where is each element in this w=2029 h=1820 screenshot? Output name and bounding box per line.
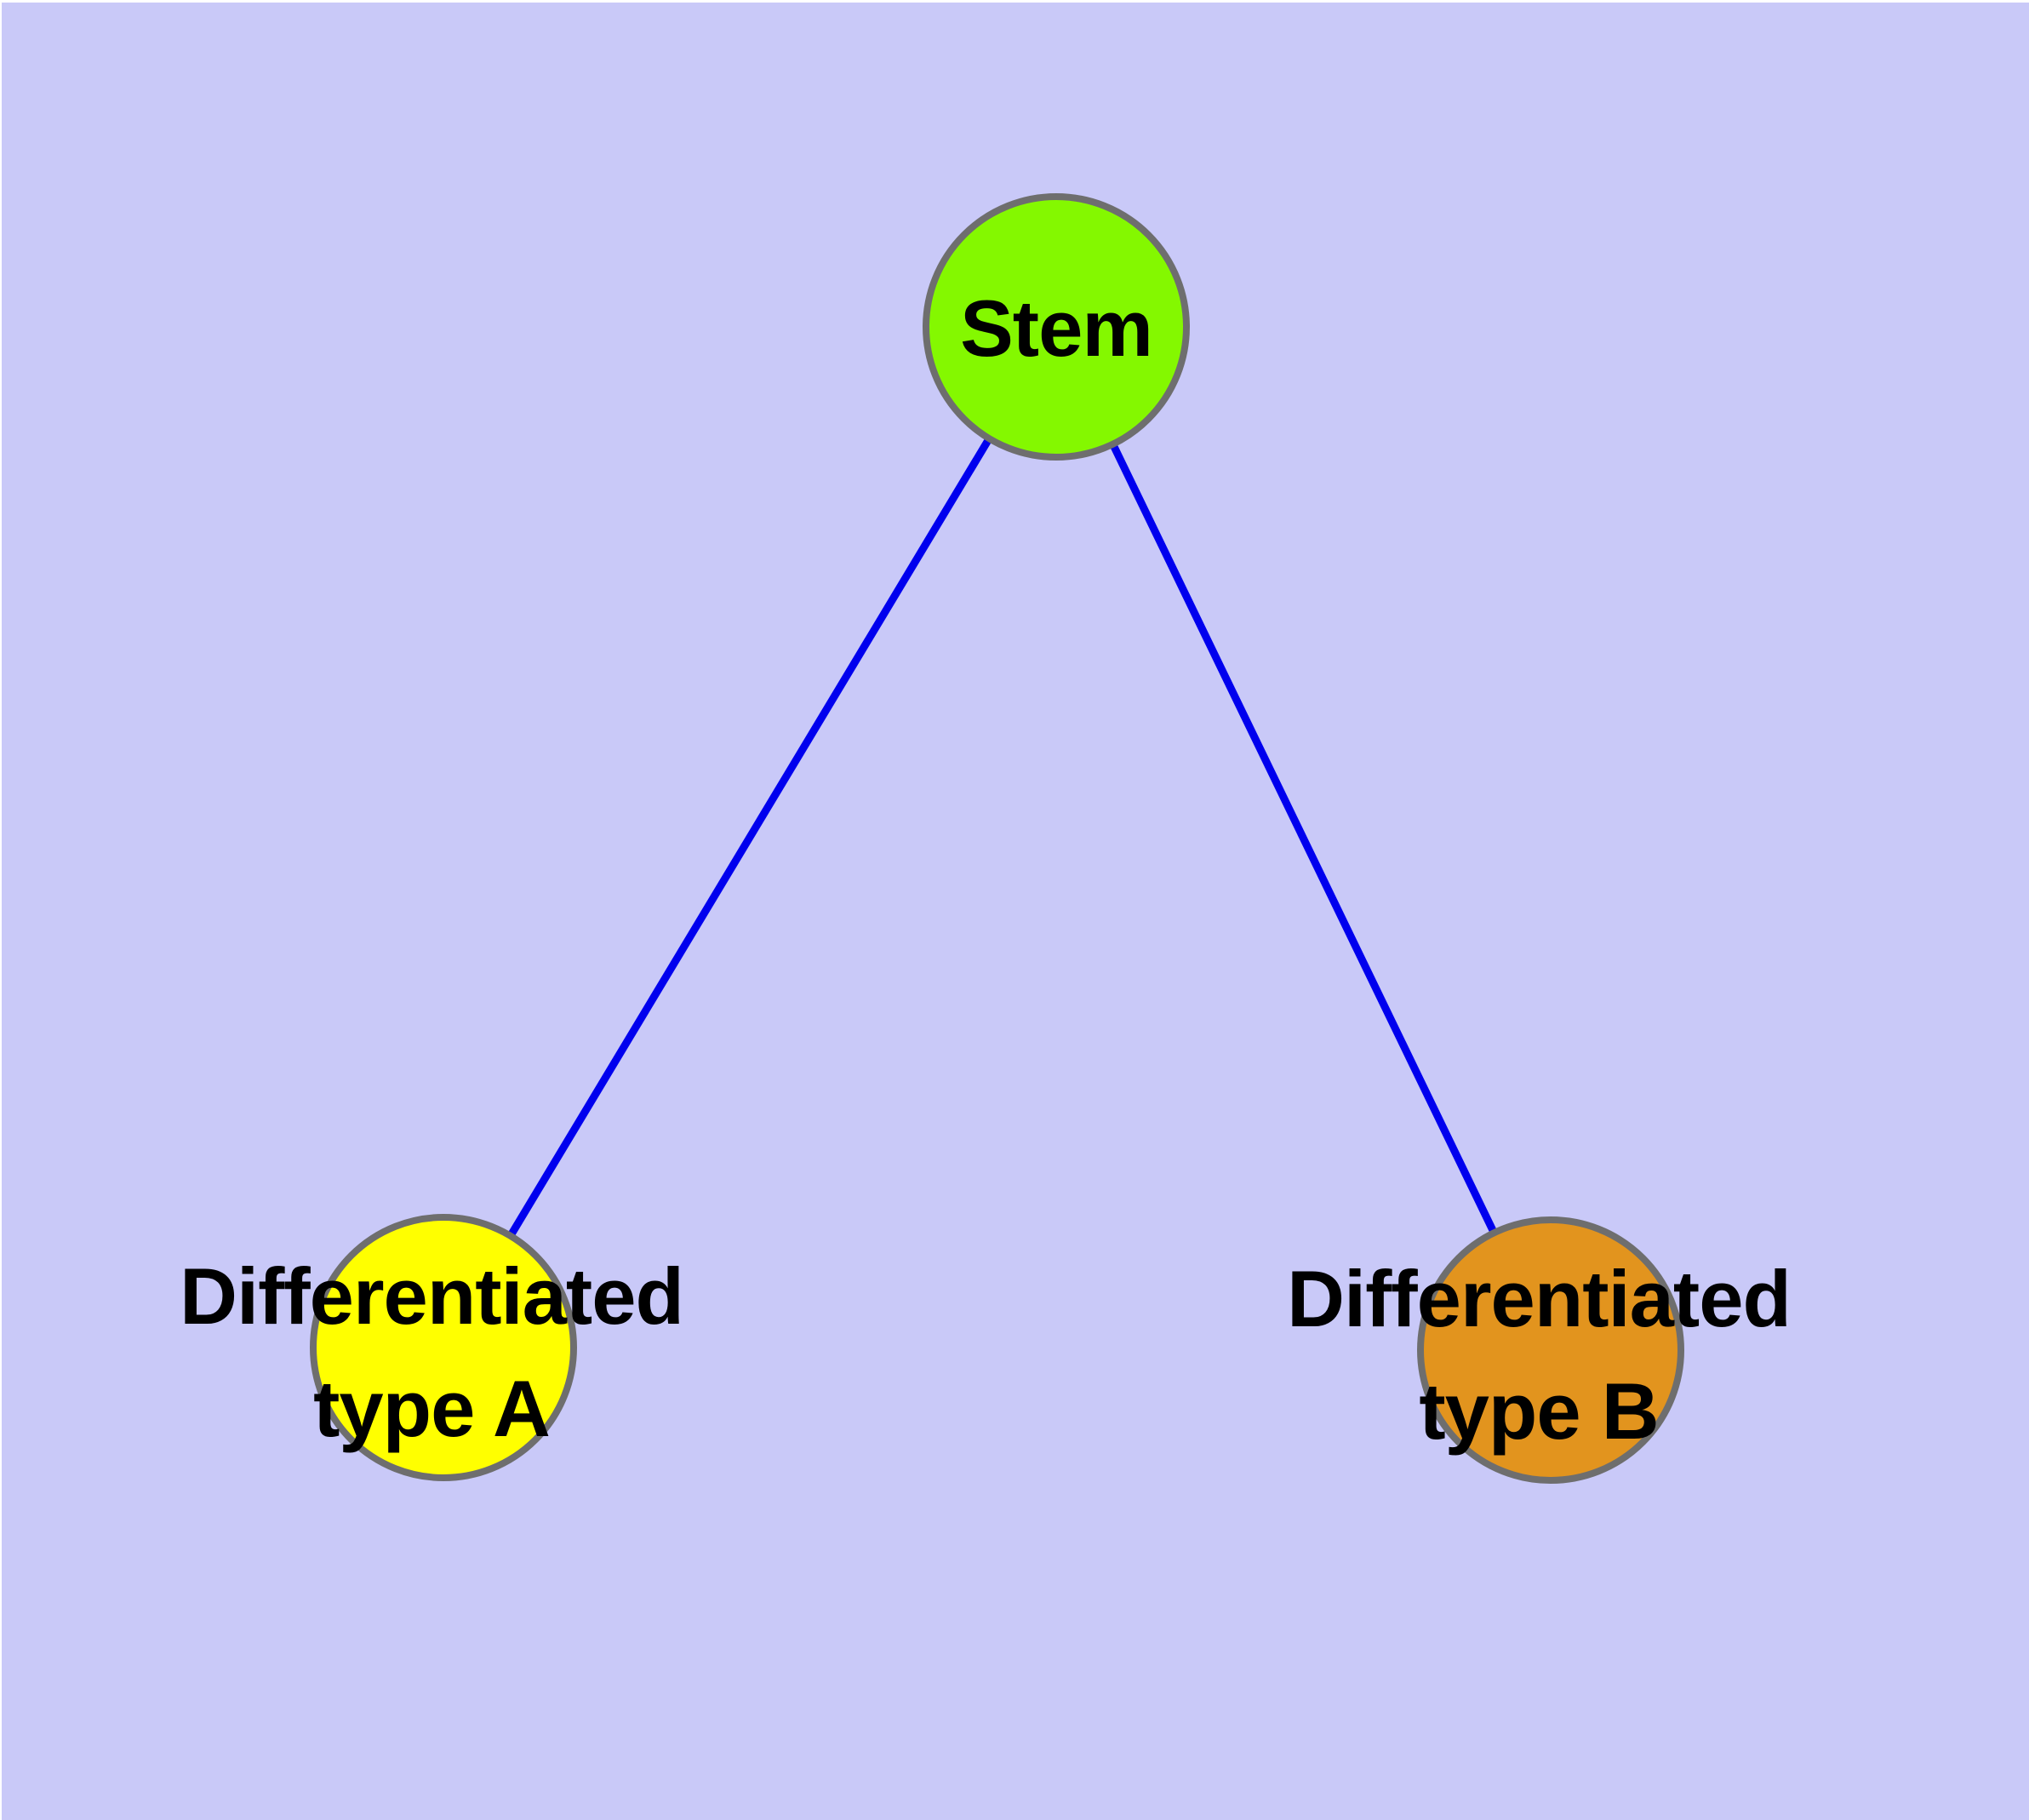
node-type-a-label-line1: Differentiated	[180, 1251, 684, 1341]
node-stem-label-text: Stem	[960, 283, 1153, 373]
node-type-b-circle	[1417, 1216, 1684, 1484]
node-type-a-label-line2: type A	[313, 1364, 551, 1453]
edge-stem-to-type-b	[1052, 325, 1555, 1352]
node-type-b-label-line1: Differentiated	[1287, 1254, 1792, 1343]
node-type-a-label: Differentiated type A	[180, 1240, 684, 1465]
node-stem-circle	[923, 193, 1190, 461]
node-type-b-label-line2: type B	[1419, 1366, 1659, 1456]
edge-stem-to-type-a	[440, 324, 1060, 1350]
diagram-canvas: Stem Differentiated type A Differentiate…	[2, 3, 2029, 1820]
graph-svg	[310, 193, 1684, 1484]
node-type-a-circle	[310, 1214, 577, 1481]
node-stem-label: Stem	[960, 272, 1153, 385]
node-type-b-label: Differentiated type B	[1287, 1243, 1792, 1468]
